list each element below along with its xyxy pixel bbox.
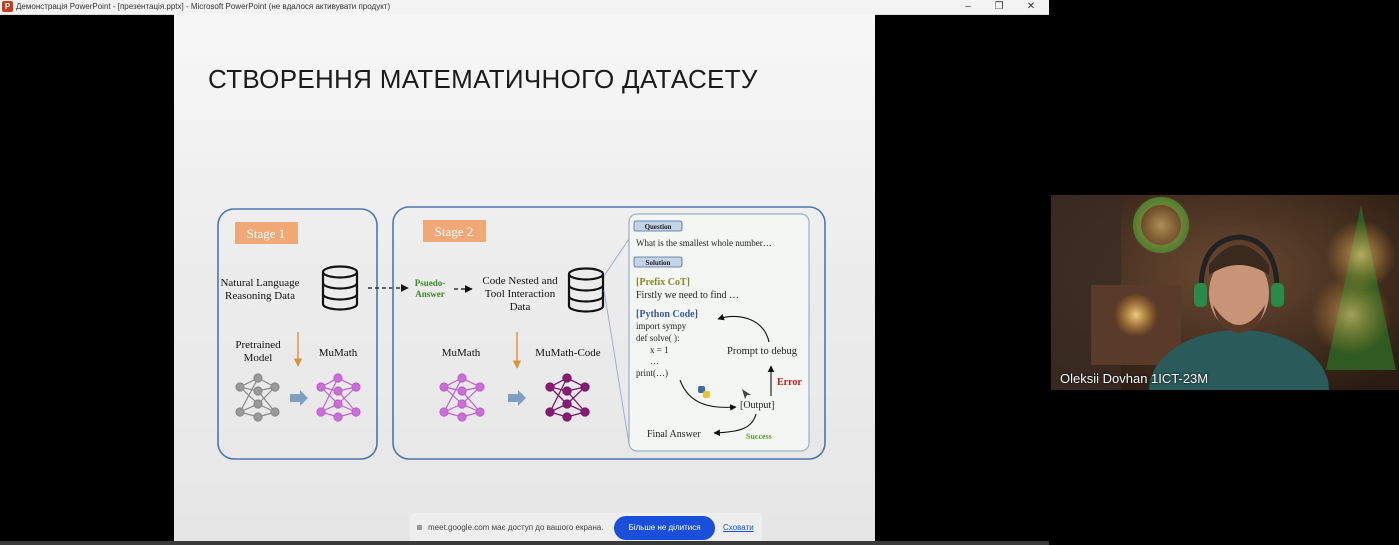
participant-name: Oleksii Dovhan 1ICT-23M: [1060, 371, 1209, 386]
python-icon: [698, 386, 710, 398]
run-arrow: [679, 379, 737, 411]
final-answer-label: Final Answer: [647, 429, 701, 440]
stage2-data-line3: Data: [510, 301, 531, 313]
database-icon: [567, 267, 605, 313]
stage1-badge-label: Stage 1: [247, 226, 286, 241]
prefix-cot-text: Firstly we need to find …: [636, 290, 739, 301]
code-line: x = 1: [650, 345, 669, 355]
stage2-badge-label: Stage 2: [435, 224, 474, 239]
stage2-box: [392, 206, 826, 460]
code-line: print(…): [636, 368, 668, 378]
stage1-model-line1: Pretrained: [235, 339, 281, 351]
python-code-label: [Python Code]: [636, 309, 698, 320]
example-panel: [628, 213, 810, 452]
cursor-icon: [742, 389, 751, 399]
stage1-data-line1: Natural Language: [220, 277, 299, 289]
stop-sharing-button[interactable]: Більше не ділитися: [614, 516, 715, 540]
code-line: …: [650, 356, 659, 366]
presentation-slide: СТВОРЕННЯ МАТЕМАТИЧНОГО ДАТАСЕТУ Stage 1…: [174, 14, 875, 545]
right-arrow-icon: [290, 390, 308, 406]
question-tag: [633, 220, 683, 232]
slide-title: СТВОРЕННЯ МАТЕМАТИЧНОГО ДАТАСЕТУ: [208, 64, 758, 94]
window-title: Демонстрація PowerPoint - [презентація.p…: [16, 2, 391, 11]
callout-lines: [603, 238, 630, 445]
success-label: Success: [746, 432, 772, 441]
error-label: Error: [777, 377, 802, 388]
mumath-code-network-icon: [545, 373, 590, 422]
stage1-data-line2: Reasoning Data: [225, 290, 295, 302]
database-icon: [321, 265, 359, 311]
mumath-network-icon: [439, 373, 485, 422]
solution-tag-label: Solution: [646, 259, 671, 267]
loop-arrow: [717, 313, 770, 343]
screen-share-bar: meet.google.com має доступ до вашого екр…: [410, 513, 762, 543]
minimize-button[interactable]: –: [965, 1, 971, 12]
stage1-model-line2: Model: [244, 352, 273, 364]
stage2-data-line2: Tool Interaction: [485, 288, 556, 300]
stage2-data-line1: Code Nested and: [482, 275, 558, 287]
prompt-debug-label: Prompt to debug: [727, 346, 798, 357]
stage2-badge: [423, 220, 486, 242]
output-label: [Output]: [740, 400, 774, 411]
code-line: import sympy: [636, 321, 687, 331]
drag-handle-icon[interactable]: [417, 525, 422, 530]
success-arrow: [713, 413, 757, 437]
stage1-box: [217, 208, 378, 460]
mumath-network-icon: [316, 373, 361, 422]
share-message: meet.google.com має доступ до вашого екр…: [428, 523, 604, 532]
stage1-result-label: MuMath: [319, 347, 358, 359]
solution-tag: [633, 256, 683, 268]
pseudo-answer-line1: Psuedo-: [415, 278, 446, 288]
prefix-cot-label: [Prefix CoT]: [636, 277, 690, 288]
question-text: What is the smallest whole number…: [636, 238, 772, 248]
pseudo-answer-line2: Answer: [415, 289, 445, 299]
window-titlebar: P Демонстрація PowerPoint - [презентація…: [0, 0, 1049, 15]
right-arrow-icon: [508, 390, 526, 406]
pretrained-network-icon: [235, 373, 280, 422]
close-button[interactable]: ✕: [1026, 1, 1036, 12]
code-line: def solve( ):: [636, 333, 679, 343]
participant-video-tile[interactable]: Oleksii Dovhan 1ICT-23M: [1051, 195, 1399, 390]
taskbar-edge: [0, 541, 1049, 545]
hide-link[interactable]: Сховати: [723, 523, 754, 532]
stage1-badge: [235, 222, 298, 244]
powerpoint-icon: P: [2, 1, 13, 12]
question-tag-label: Question: [645, 223, 672, 231]
restore-button[interactable]: ❐: [994, 1, 1004, 12]
stage2-result-label: MuMath-Code: [535, 347, 601, 359]
mumath-diagram: Stage 1 Natural Language Reasoning Data …: [217, 206, 826, 460]
stage2-model-label: MuMath: [442, 347, 481, 359]
participant-video: [1051, 195, 1399, 390]
